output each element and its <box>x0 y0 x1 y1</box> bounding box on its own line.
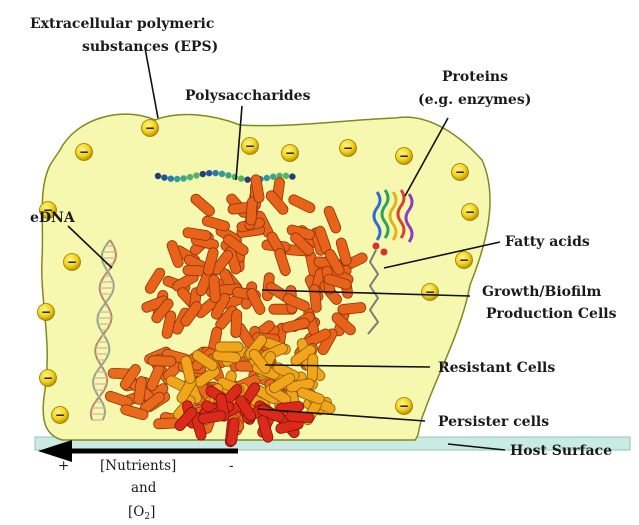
svg-text:−: − <box>399 399 409 413</box>
host-surface-label: Host Surface <box>510 443 612 459</box>
polysaccharide-bead <box>270 174 276 180</box>
polysaccharide-bead <box>283 173 289 179</box>
persister-label: Persister cells <box>438 414 549 430</box>
negative-charge-icon: − <box>462 204 479 221</box>
and-label: and <box>131 480 157 496</box>
proteins-label-line1: Proteins <box>442 69 508 85</box>
bacterial-cell <box>148 356 176 367</box>
svg-text:−: − <box>43 371 53 385</box>
polysaccharide-bead <box>225 172 231 178</box>
polysaccharide-bead <box>212 170 218 176</box>
svg-text:−: − <box>425 285 435 299</box>
negative-charge-icon: − <box>52 407 69 424</box>
negative-charge-icon: − <box>282 145 299 162</box>
svg-text:−: − <box>455 165 465 179</box>
fatty-acids-label: Fatty acids <box>505 234 590 250</box>
negative-charge-icon: − <box>340 140 357 157</box>
svg-text:−: − <box>67 255 77 269</box>
nutrients-label: [Nutrients] <box>100 458 176 474</box>
negative-charge-icon: − <box>396 398 413 415</box>
gradient-minus-label: - <box>229 458 234 474</box>
negative-charge-icon: − <box>142 120 159 137</box>
svg-text:−: − <box>285 146 295 160</box>
eps-label-line2: substances (EPS) <box>82 39 218 55</box>
bacterial-cell <box>307 354 318 382</box>
polysaccharide-bead <box>289 173 295 179</box>
polysaccharide-bead <box>193 172 199 178</box>
svg-text:−: − <box>465 205 475 219</box>
gradient-plus-label: + <box>58 458 69 474</box>
negative-charge-icon: − <box>38 304 55 321</box>
polysaccharides-label: Polysaccharides <box>185 88 311 104</box>
negative-charge-icon: − <box>452 164 469 181</box>
eps-label-line1: Extracellular polymeric <box>30 16 214 32</box>
negative-charge-icon: − <box>76 144 93 161</box>
negative-charge-icon: − <box>242 138 259 155</box>
oxygen-label: [O2] <box>128 504 155 522</box>
polysaccharide-bead <box>161 174 167 180</box>
svg-text:−: − <box>41 305 51 319</box>
growth-label-line1: Growth/Biofilm <box>482 284 601 300</box>
polysaccharide-bead <box>187 174 193 180</box>
polysaccharide-bead <box>174 176 180 182</box>
resistant-label: Resistant Cells <box>438 360 555 376</box>
polysaccharide-bead <box>180 175 186 181</box>
bacterial-cell <box>209 274 221 303</box>
polysaccharide-bead <box>244 176 250 182</box>
svg-text:−: − <box>145 121 155 135</box>
growth-label-line2: Production Cells <box>486 306 617 322</box>
negative-charge-icon: − <box>422 284 439 301</box>
svg-text:−: − <box>245 139 255 153</box>
negative-charge-icon: − <box>396 148 413 165</box>
polysaccharide-bead <box>200 171 206 177</box>
edna-label: eDNA <box>30 210 76 226</box>
eps-leader-line <box>145 48 158 118</box>
polysaccharide-bead <box>168 175 174 181</box>
bacterial-cell <box>215 342 243 352</box>
polysaccharide-bead <box>238 175 244 181</box>
svg-text:−: − <box>459 253 469 267</box>
svg-text:−: − <box>343 141 353 155</box>
polysaccharide-bead <box>264 175 270 181</box>
polysaccharide-bead <box>206 170 212 176</box>
negative-charge-icon: − <box>64 254 81 271</box>
svg-text:−: − <box>55 408 65 422</box>
proteins-label-line2: (e.g. enzymes) <box>418 92 531 108</box>
polysaccharide-bead <box>219 171 225 177</box>
polysaccharide-bead <box>155 173 161 179</box>
negative-charge-icon: − <box>40 370 57 387</box>
bacterial-cell <box>231 309 242 337</box>
svg-text:−: − <box>79 145 89 159</box>
negative-charge-icon: − <box>456 252 473 269</box>
svg-text:−: − <box>399 149 409 163</box>
